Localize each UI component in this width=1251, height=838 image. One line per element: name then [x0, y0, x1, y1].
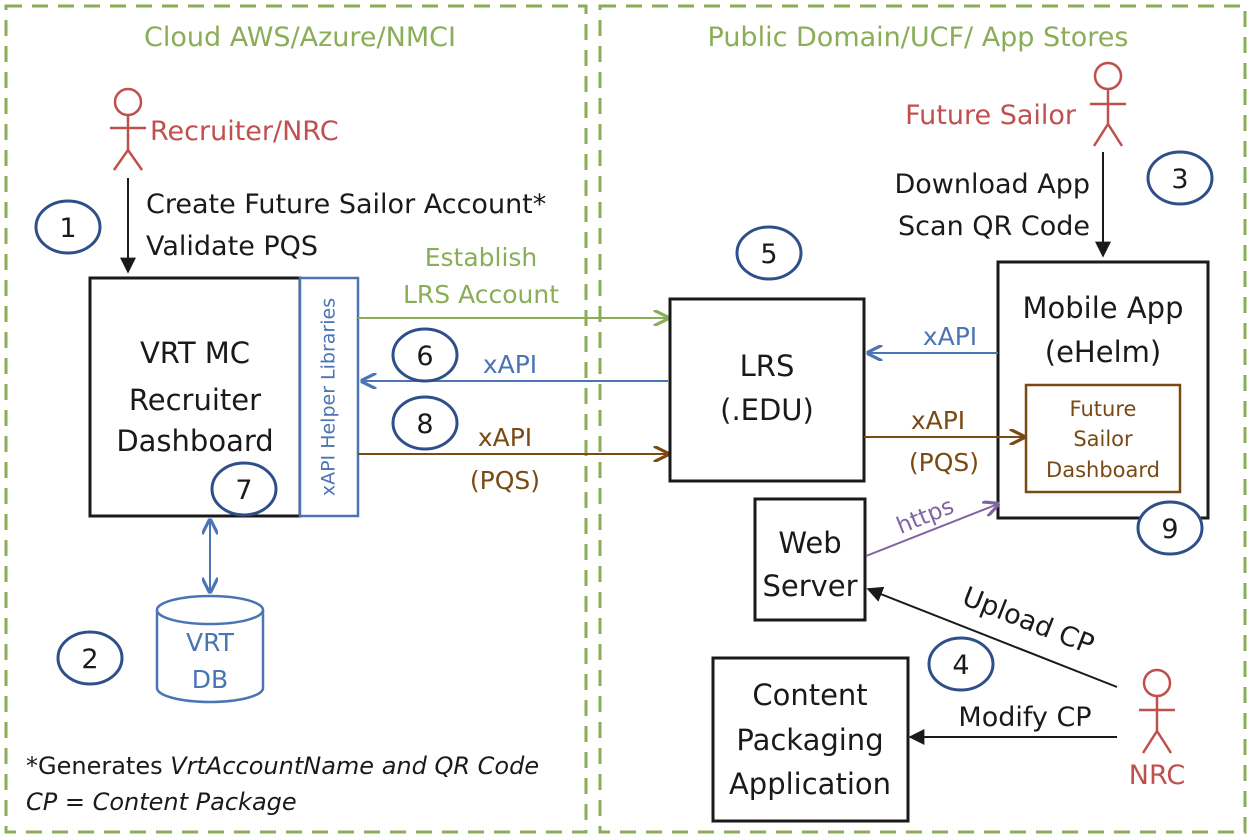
modify-cp-label: Modify CP: [958, 702, 1091, 733]
create-account-label: Create Future Sailor Account*: [146, 189, 546, 220]
mobile-line1: Mobile App: [1022, 291, 1183, 325]
step-number-4: 4: [927, 636, 995, 692]
step-number-7: 7: [210, 461, 278, 517]
upload-cp-arrow: [866, 586, 1118, 688]
scan-qr-label: Scan QR Code: [898, 211, 1090, 242]
svg-text:9: 9: [1161, 514, 1178, 545]
mobile-line2: (eHelm): [1045, 335, 1161, 369]
fsd-line2: Sailor: [1073, 427, 1133, 451]
fsd-line1: Future: [1070, 397, 1137, 421]
footnote-prefix: *Generates: [26, 752, 170, 780]
step-number-1: 1: [34, 199, 102, 255]
establish-line2: LRS Account: [403, 280, 559, 309]
cpa-line2: Packaging: [736, 723, 883, 757]
web-server-box: [753, 497, 867, 622]
step-number-5: 5: [735, 225, 803, 281]
lrs-line2: (.EDU): [720, 393, 814, 427]
step-number-9: 9: [1136, 500, 1204, 556]
svg-text:6: 6: [416, 341, 433, 372]
cloud-zone: [4, 4, 588, 834]
vrt-db-line1: VRT: [186, 628, 235, 657]
svg-text:5: 5: [760, 239, 777, 270]
cpa-line1: Content: [752, 678, 867, 712]
validate-pqs-label: Validate PQS: [146, 231, 318, 262]
step-number-3: 3: [1146, 150, 1214, 206]
cpa-line3: Application: [729, 767, 891, 801]
vrt-db-cylinder: [155, 594, 265, 704]
helper-libraries-box: [298, 276, 360, 518]
step-number-6: 6: [391, 327, 459, 383]
lrs-line1: LRS: [740, 349, 795, 383]
xapi-8-label: xAPI: [478, 423, 532, 452]
nrc-actor-icon: [1139, 668, 1175, 754]
recruiter-label: Recruiter/NRC: [150, 116, 339, 147]
vrt-db-line2: DB: [192, 665, 228, 694]
nrc-label: NRC: [1129, 760, 1185, 791]
vrt-dashboard-line3: Dashboard: [116, 424, 273, 458]
step-number-8: 8: [391, 395, 459, 451]
future-sailor-label: Future Sailor: [905, 100, 1077, 131]
establish-line1: Establish: [425, 243, 538, 272]
svg-text:2: 2: [81, 644, 98, 675]
svg-text:8: 8: [416, 409, 433, 440]
vrt-dashboard-line2: Recruiter: [129, 383, 261, 417]
lrs-box: [668, 297, 866, 483]
future-sailor-dashboard-box: [1024, 383, 1182, 494]
xapi-lrs-fsd-label: xAPI: [911, 406, 965, 435]
svg-text:1: 1: [59, 213, 76, 244]
footnote-line2: CP = Content Package: [26, 788, 297, 816]
download-app-label: Download App: [894, 169, 1090, 200]
svg-text:4: 4: [952, 650, 969, 681]
public-zone-title: Public Domain/UCF/ App Stores: [708, 22, 1129, 53]
future-sailor-actor-icon: [1090, 61, 1126, 147]
cloud-zone-title: Cloud AWS/Azure/NMCI: [144, 22, 456, 53]
fsd-line3: Dashboard: [1046, 458, 1160, 482]
vrt-dashboard-line1: VRT MC: [140, 336, 250, 370]
https-arrow: [865, 504, 998, 557]
web-server-line1: Web: [778, 526, 841, 560]
pqs-8-label: (PQS): [470, 466, 540, 495]
web-server-line2: Server: [762, 569, 857, 603]
helper-libraries-label: xAPI Helper Libraries: [318, 298, 340, 496]
content-packaging-box: [711, 656, 910, 823]
footnote-italic: VrtAccountName and QR Code: [170, 752, 539, 780]
public-zone: [598, 4, 1247, 834]
xapi-mobile-label: xAPI: [923, 322, 977, 351]
xapi-6-label: xAPI: [483, 350, 537, 379]
footnote-line1: *Generates VrtAccountName and QR Code: [26, 752, 539, 780]
pqs-lrs-fsd-label: (PQS): [909, 448, 979, 477]
svg-text:7: 7: [235, 475, 252, 506]
recruiter-actor-icon: [110, 87, 146, 171]
svg-text:3: 3: [1171, 164, 1188, 195]
step-number-2: 2: [56, 630, 124, 686]
